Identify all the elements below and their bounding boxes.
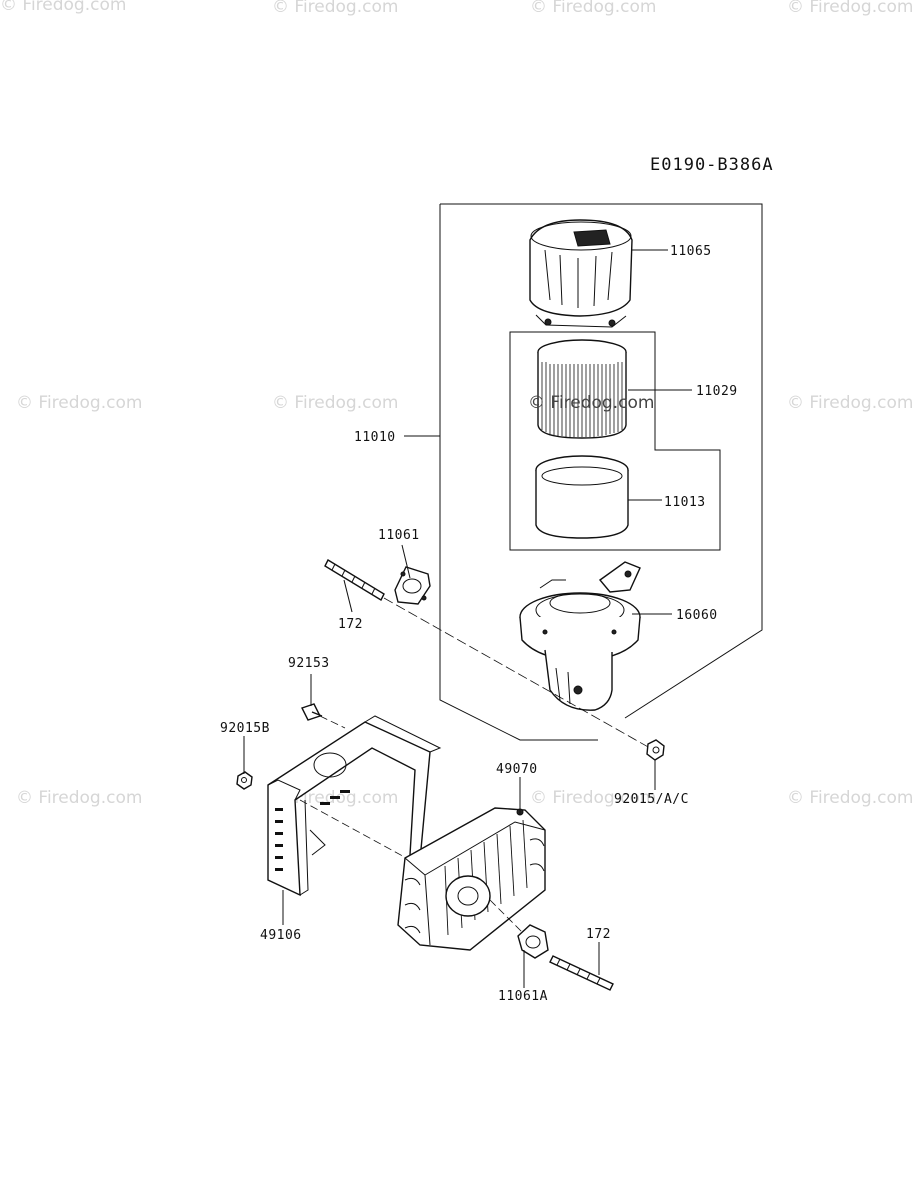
watermark: © Firedog.com [272,393,398,413]
part-label-172: 172 [586,927,611,942]
part-label-11061: 11061 [378,528,420,543]
assembly-line [489,899,526,936]
watermark: © Firedog.com [530,788,656,808]
part-label-172: 172 [338,617,363,632]
part-label-11010: 11010 [354,430,396,445]
watermark: © Firedog.com [787,0,913,17]
part-label-49106: 49106 [260,928,302,943]
air-cleaner-cover [529,219,633,328]
filter-element: © Firedog.com [528,339,654,439]
diagram-code: E0190-B386A [650,155,774,175]
filter-group-box [509,331,721,551]
muffler [397,807,546,951]
part-label-92015-a-c: 92015/A/C [614,792,689,807]
leader-lines [243,249,692,988]
part-label-11065: 11065 [670,244,712,259]
watermark: © Firedog.com [530,0,656,17]
pre-cleaner [535,455,629,539]
assembly-line [319,715,346,729]
assembly-line [383,597,651,749]
part-label-11061a: 11061A [498,989,548,1004]
part-label-16060: 16060 [676,608,718,623]
gasket [394,566,431,605]
nut [236,771,253,790]
watermark: © Firedog.com [787,393,913,413]
watermarks: © Firedog.com © Firedog.com © Firedog.co… [0,0,913,808]
stud-bolt [549,955,614,991]
watermark: © Firedog.com [16,788,142,808]
assembly-line [299,799,411,861]
watermark: © Firedog.com [272,0,398,17]
stud-bolt [324,559,385,601]
watermark: © Firedog.com [787,788,913,808]
part-label-92153: 92153 [288,656,330,671]
watermark: © Firedog.com [16,393,142,413]
assembly-outline [439,204,598,741]
watermark: © Firedog.com [0,0,126,15]
part-label-92015b: 92015B [220,721,270,736]
muffler-cover [267,715,442,897]
nut [646,739,665,761]
assembly-outline [440,203,763,719]
gasket [517,924,549,959]
part-label-11013: 11013 [664,495,706,510]
part-label-11029: 11029 [696,384,738,399]
bolt [301,703,323,721]
part-label-49070: 49070 [496,762,538,777]
air-cleaner-base [519,561,641,711]
watermark: © Firedog.com [528,393,654,413]
